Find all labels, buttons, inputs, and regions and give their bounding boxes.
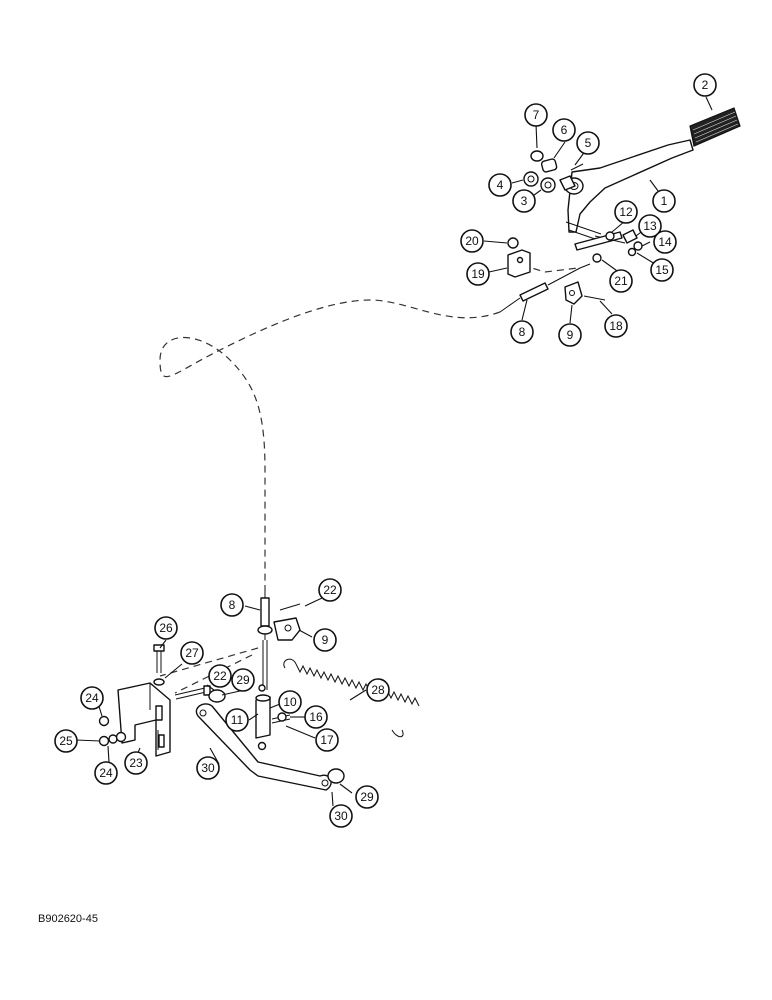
svg-text:27: 27 (185, 646, 199, 660)
svg-text:30: 30 (334, 809, 348, 823)
svg-text:6: 6 (561, 123, 568, 137)
callout-30-left: 30 (196, 756, 220, 780)
lower-clevis (273, 603, 301, 641)
pivot-tube (255, 684, 271, 751)
callout-26: 26 (154, 616, 178, 640)
callout-19: 19 (466, 262, 490, 286)
callout-12: 12 (614, 200, 638, 224)
callout-21: 21 (609, 269, 633, 293)
svg-text:29: 29 (360, 790, 374, 804)
link-arm (195, 703, 332, 791)
svg-text:26: 26 (159, 621, 173, 635)
svg-text:8: 8 (229, 598, 236, 612)
svg-text:24: 24 (85, 691, 99, 705)
svg-text:30: 30 (201, 761, 215, 775)
upper-clevis (564, 281, 606, 305)
cable-dash-link-lower-a (159, 647, 259, 677)
callout-22-upper: 22 (318, 578, 342, 602)
callout-4: 4 (488, 173, 512, 197)
svg-text:11: 11 (231, 713, 244, 727)
callout-20: 20 (460, 229, 484, 253)
callout-3: 3 (512, 189, 536, 213)
callout-25: 25 (54, 729, 78, 753)
svg-text:25: 25 (59, 734, 73, 748)
adjuster-rod (574, 229, 643, 257)
callout-6: 6 (552, 118, 576, 142)
pivot-hardware (523, 150, 584, 193)
link-bolt (174, 685, 211, 700)
callout-15: 15 (650, 258, 674, 282)
callout-10: 10 (278, 690, 302, 714)
svg-text:20: 20 (465, 234, 479, 248)
callout-23: 23 (124, 751, 148, 775)
bushing-upper (208, 689, 226, 703)
callout-9-lower: 9 (313, 628, 337, 652)
svg-text:1: 1 (661, 194, 668, 208)
svg-text:9: 9 (322, 633, 329, 647)
svg-text:3: 3 (521, 194, 528, 208)
svg-text:18: 18 (609, 319, 623, 333)
callout-17: 17 (315, 728, 339, 752)
svg-text:17: 17 (320, 733, 334, 747)
callout-27: 27 (180, 641, 204, 665)
pedal-arm (564, 139, 694, 244)
svg-text:15: 15 (655, 263, 669, 277)
svg-text:4: 4 (497, 178, 504, 192)
control-cable-path (159, 299, 501, 585)
callout-16: 16 (304, 705, 328, 729)
pedal-pad (689, 107, 741, 147)
callout-11: 11 (225, 708, 249, 732)
spring-bolt (271, 712, 291, 724)
callout-29-lower: 29 (355, 785, 379, 809)
lower-cable-end (257, 585, 273, 690)
callout-14: 14 (653, 230, 677, 254)
svg-text:28: 28 (371, 683, 385, 697)
svg-text:12: 12 (619, 205, 633, 219)
svg-text:24: 24 (99, 766, 113, 780)
callout-28: 28 (366, 678, 390, 702)
return-spring (283, 658, 420, 738)
cable-dash-link-upper (521, 264, 579, 273)
cable-block (507, 237, 531, 278)
bushing-lower (327, 768, 345, 784)
callout-1: 1 (652, 189, 676, 213)
svg-text:2: 2 (702, 78, 709, 92)
callout-29-upper: 29 (231, 668, 255, 692)
svg-text:13: 13 (643, 219, 657, 233)
callout-9-upper: 9 (558, 323, 582, 347)
callout-30-right: 30 (329, 804, 353, 828)
callout-13: 13 (638, 214, 662, 238)
callout-22-lower: 22 (208, 664, 232, 688)
svg-text:10: 10 (283, 695, 297, 709)
callout-2: 2 (693, 73, 717, 97)
svg-text:21: 21 (614, 274, 628, 288)
drawing-code: B902620-45 (38, 913, 98, 925)
callout-7: 7 (524, 103, 548, 127)
svg-text:14: 14 (658, 235, 672, 249)
callout-8-lower: 8 (220, 593, 244, 617)
svg-text:8: 8 (519, 325, 526, 339)
svg-text:29: 29 (236, 673, 250, 687)
svg-text:16: 16 (309, 710, 323, 724)
callout-24-upper: 24 (80, 686, 104, 710)
svg-text:5: 5 (585, 136, 592, 150)
callout-8-upper: 8 (510, 320, 534, 344)
bracket-bolt (153, 644, 165, 686)
svg-text:22: 22 (213, 669, 227, 683)
svg-text:7: 7 (533, 108, 540, 122)
svg-text:9: 9 (567, 328, 574, 342)
mounting-bracket (117, 682, 171, 757)
upper-cable-end (499, 253, 602, 313)
svg-text:22: 22 (323, 583, 337, 597)
svg-text:19: 19 (471, 267, 485, 281)
callout-5: 5 (576, 131, 600, 155)
callout-18: 18 (604, 314, 628, 338)
svg-text:23: 23 (129, 756, 143, 770)
callout-24-lower: 24 (94, 761, 118, 785)
bracket-nuts (98, 715, 127, 747)
leader-lines (75, 96, 713, 807)
